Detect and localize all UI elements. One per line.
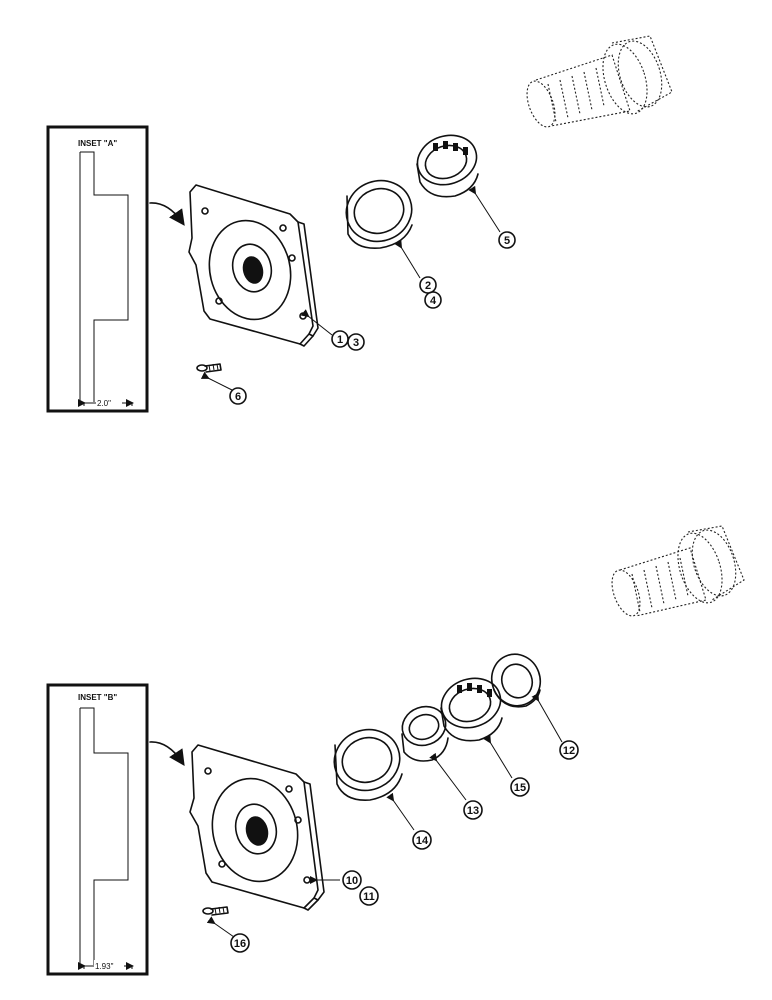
callout-14: 14 [412,830,432,850]
leader-6 [200,371,233,391]
callout-13: 13 [463,800,483,820]
callout-6: 6 [229,387,247,405]
inset-b-profile [79,707,129,965]
inset-b-pointer-arrow [149,741,185,766]
svg-text:13: 13 [467,805,479,817]
leader-12 [531,692,563,743]
callout-16: 16 [230,933,250,953]
svg-text:3: 3 [353,337,359,349]
bearing-cone-bottom [440,677,503,742]
svg-text:4: 4 [430,295,437,307]
bearing-retainer-plate-bottom [189,744,325,911]
inset-b: INSET "B" 1.93" [46,683,149,976]
svg-text:1: 1 [337,334,343,346]
bearing-cup-top [345,179,413,250]
bearing-cone-top [416,134,479,198]
screw-bottom [202,906,229,916]
leader-1 [300,309,333,336]
svg-text:15: 15 [514,782,526,794]
svg-text:12: 12 [563,745,575,757]
inset-b-title: INSET "B" [78,693,117,702]
callout-10: 10 [342,870,362,890]
leader-13 [429,752,467,801]
pinion-shaft-bottom [611,525,745,617]
svg-text:11: 11 [363,891,375,903]
leader-5 [468,185,501,233]
leader-14 [386,792,415,831]
inset-a-frame [46,125,149,413]
callout-3: 3 [347,333,365,351]
callout-1: 1 [331,330,349,348]
inset-a-pointer-arrow [149,202,185,226]
inset-b-dimension: 1.93" [95,962,114,971]
bearing-cup-bottom [333,728,403,801]
callout-15: 15 [510,777,530,797]
svg-text:5: 5 [504,235,510,247]
svg-text:10: 10 [346,875,358,887]
callout-5: 5 [498,231,516,249]
svg-text:2: 2 [425,280,431,292]
svg-text:14: 14 [416,835,429,847]
inset-a-profile [79,151,129,402]
leader-15 [483,734,513,779]
pinion-shaft-top [526,35,673,128]
callout-4: 4 [424,291,442,309]
leader-16 [206,916,235,938]
leader-2 [394,239,421,279]
inset-a-title: INSET "A" [78,139,117,148]
svg-text:6: 6 [235,391,241,403]
thrust-washer [490,653,542,708]
svg-text:16: 16 [234,938,246,950]
callout-11: 11 [359,886,379,906]
spacer-ring [401,705,449,762]
callout-2: 2 [419,276,437,294]
inset-a: INSET "A" 2.0" [46,125,149,413]
inset-b-frame [46,683,149,976]
inset-a-dimension: 2.0" [97,399,111,408]
screw-top [196,363,222,373]
callout-12: 12 [559,740,579,760]
bearing-retainer-plate-top [188,184,319,347]
